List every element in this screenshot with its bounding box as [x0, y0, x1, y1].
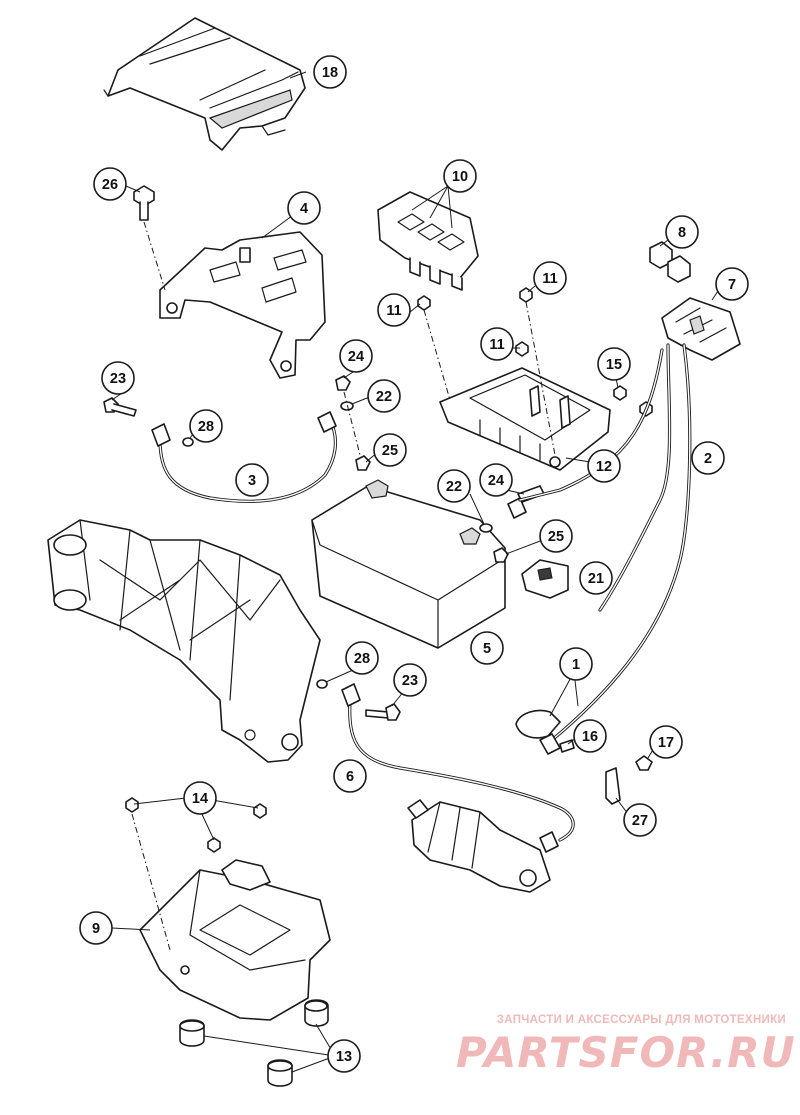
callout-25-b: 25 — [539, 519, 573, 553]
watermark-logo: PARTSFOR.RU — [456, 1028, 796, 1077]
part-9-lower-tray — [139, 859, 331, 1021]
callout-8: 8 — [665, 215, 699, 249]
callout-12: 12 — [587, 449, 621, 483]
part-23-bolt-upper — [103, 397, 137, 417]
callout-24-b: 24 — [479, 463, 513, 497]
part-7-starter-relay — [661, 297, 741, 361]
svg-text:27: 27 — [632, 813, 648, 829]
callout-11-c: 11 — [480, 327, 514, 361]
callout-9: 9 — [79, 911, 113, 945]
svg-text:23: 23 — [402, 673, 418, 689]
svg-text:9: 9 — [92, 921, 100, 937]
frame-section — [47, 519, 321, 763]
svg-text:3: 3 — [248, 473, 256, 489]
callout-1: 1 — [559, 647, 593, 681]
part-21-terminal-cover — [521, 559, 569, 599]
callout-13: 13 — [327, 1039, 361, 1073]
part-8-fuses — [649, 241, 691, 283]
part-16-17-27-hardware — [559, 739, 653, 805]
svg-text:25: 25 — [548, 529, 564, 545]
callout-5: 5 — [470, 631, 504, 665]
starter-motor — [407, 799, 559, 893]
part-12-battery-holder — [439, 367, 611, 471]
callout-22-b: 22 — [437, 469, 471, 503]
svg-text:11: 11 — [489, 337, 504, 353]
part-13-dampers — [179, 999, 329, 1087]
svg-text:25: 25 — [382, 443, 398, 459]
callout-14: 14 — [183, 781, 217, 815]
svg-text:24: 24 — [348, 349, 364, 365]
callout-21: 21 — [579, 561, 613, 595]
watermark: ЗАПЧАСТИ И АКСЕССУАРЫ ДЛЯ МОТОТЕХНИКИ PA… — [456, 1014, 796, 1077]
svg-text:6: 6 — [346, 769, 354, 785]
svg-text:28: 28 — [354, 651, 370, 667]
callout-28-b: 28 — [345, 641, 379, 675]
part-23-bolt-lower — [365, 703, 401, 721]
svg-text:18: 18 — [322, 65, 338, 81]
callout-3: 3 — [235, 463, 269, 497]
svg-text:28: 28 — [198, 419, 214, 435]
svg-text:22: 22 — [376, 389, 392, 405]
callout-18: 18 — [313, 55, 347, 89]
callout-26: 26 — [93, 167, 127, 201]
callout-15: 15 — [597, 347, 631, 381]
part-28-washer-lower — [316, 679, 328, 689]
watermark-caption: ЗАПЧАСТИ И АКСЕССУАРЫ ДЛЯ МОТОТЕХНИКИ — [496, 1014, 786, 1026]
part-3-cable — [151, 411, 338, 503]
svg-text:5: 5 — [483, 641, 491, 657]
svg-text:16: 16 — [582, 729, 598, 745]
svg-text:24: 24 — [488, 473, 504, 489]
svg-text:23: 23 — [110, 371, 126, 387]
callout-4: 4 — [287, 191, 321, 225]
svg-text:14: 14 — [192, 791, 208, 807]
callout-23-b: 23 — [393, 663, 427, 697]
callout-2: 2 — [691, 441, 725, 475]
part-1-cable — [515, 343, 692, 755]
callout-7: 7 — [715, 267, 749, 301]
callout-22-a: 22 — [367, 379, 401, 413]
part-2-cable — [518, 343, 672, 612]
callout-11-b: 11 — [533, 261, 567, 295]
callout-23-a: 23 — [101, 361, 135, 395]
part-26-bolt — [133, 185, 166, 291]
svg-text:13: 13 — [336, 1049, 352, 1065]
svg-text:4: 4 — [300, 201, 308, 217]
svg-text:7: 7 — [728, 277, 736, 293]
part-28-washer-upper — [182, 437, 194, 447]
part-18-battery-cover — [103, 17, 306, 151]
callout-28-a: 28 — [189, 409, 223, 443]
svg-text:1: 1 — [572, 657, 580, 673]
part-24-22-25-upper — [335, 375, 371, 471]
callout-10: 10 — [443, 159, 477, 193]
svg-text:2: 2 — [704, 451, 712, 467]
callout-17: 17 — [649, 725, 683, 759]
svg-text:15: 15 — [606, 357, 622, 373]
svg-text:26: 26 — [102, 177, 118, 193]
callout-27: 27 — [623, 803, 657, 837]
part-5-battery — [311, 479, 506, 649]
svg-text:17: 17 — [658, 735, 674, 751]
part-10-relay-block — [377, 191, 479, 291]
callout-6: 6 — [333, 759, 367, 793]
callout-11-a: 11 — [377, 293, 411, 327]
svg-text:12: 12 — [596, 459, 612, 475]
svg-text:22: 22 — [446, 479, 462, 495]
callout-16: 16 — [573, 719, 607, 753]
svg-text:11: 11 — [386, 303, 401, 319]
svg-text:10: 10 — [452, 169, 468, 185]
part-4-bracket-plate — [159, 231, 326, 379]
svg-text:11: 11 — [542, 271, 557, 287]
part-6-cable — [341, 683, 575, 842]
callout-24-a: 24 — [339, 339, 373, 373]
part-11-bolts — [417, 287, 556, 456]
callout-25-a: 25 — [373, 433, 407, 467]
svg-text:21: 21 — [588, 571, 604, 587]
callouts: 18 26 4 10 8 7 11 11 11 15 24 23 22 28 2… — [79, 55, 749, 1073]
svg-text:8: 8 — [678, 225, 686, 241]
